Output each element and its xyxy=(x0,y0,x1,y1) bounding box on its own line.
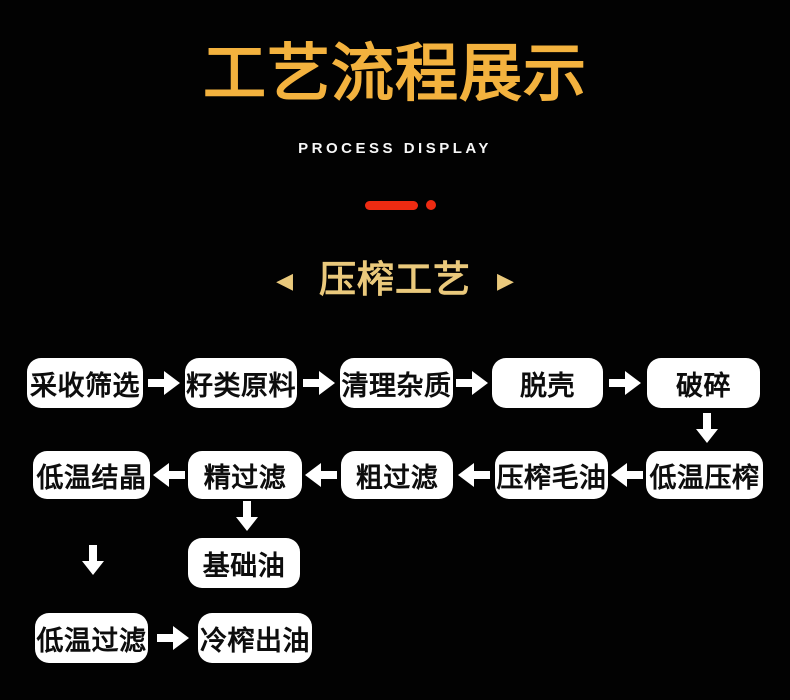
section-divider xyxy=(365,200,436,210)
right-triangle-icon: ▶ xyxy=(497,268,514,294)
divider-dot-icon xyxy=(426,200,436,210)
flow-step-harvest-screening: 采收筛选 xyxy=(27,358,143,408)
flow-step-pressed-crude-oil: 压榨毛油 xyxy=(495,451,608,499)
flow-step-cold-pressed-oil: 冷榨出油 xyxy=(198,613,312,663)
flow-step-low-temp-crystallization: 低温结晶 xyxy=(33,451,150,499)
flow-step-base-oil: 基础油 xyxy=(188,538,300,588)
arrow-left-icon xyxy=(153,463,185,487)
arrow-down-icon xyxy=(82,545,104,575)
arrow-down-icon xyxy=(236,501,258,531)
arrow-left-icon xyxy=(458,463,490,487)
arrow-down-icon xyxy=(696,413,718,443)
flow-step-impurity-cleaning: 清理杂质 xyxy=(340,358,453,408)
flow-step-low-temp-pressing: 低温压榨 xyxy=(646,451,763,499)
flow-step-seed-raw-material: 籽类原料 xyxy=(185,358,297,408)
arrow-right-icon xyxy=(456,371,488,395)
left-triangle-icon: ◀ xyxy=(276,268,293,294)
divider-bar-icon xyxy=(365,200,418,210)
flow-step-coarse-filtration: 粗过滤 xyxy=(341,451,453,499)
arrow-left-icon xyxy=(305,463,337,487)
arrow-left-icon xyxy=(611,463,643,487)
arrow-right-icon xyxy=(303,371,335,395)
flow-step-fine-filtration: 精过滤 xyxy=(188,451,302,499)
flow-step-low-temp-filtration: 低温过滤 xyxy=(35,613,148,663)
flow-step-shelling: 脱壳 xyxy=(492,358,603,408)
arrow-right-icon xyxy=(609,371,641,395)
arrow-right-icon xyxy=(157,626,189,650)
page-title: 工艺流程展示 xyxy=(203,39,587,109)
page-subtitle: PROCESS DISPLAY xyxy=(298,140,492,157)
flow-step-crushing: 破碎 xyxy=(647,358,760,408)
section-title: 压榨工艺 xyxy=(319,259,471,300)
arrow-right-icon xyxy=(148,371,180,395)
section-header: ◀ 压榨工艺 ▶ xyxy=(0,258,790,302)
